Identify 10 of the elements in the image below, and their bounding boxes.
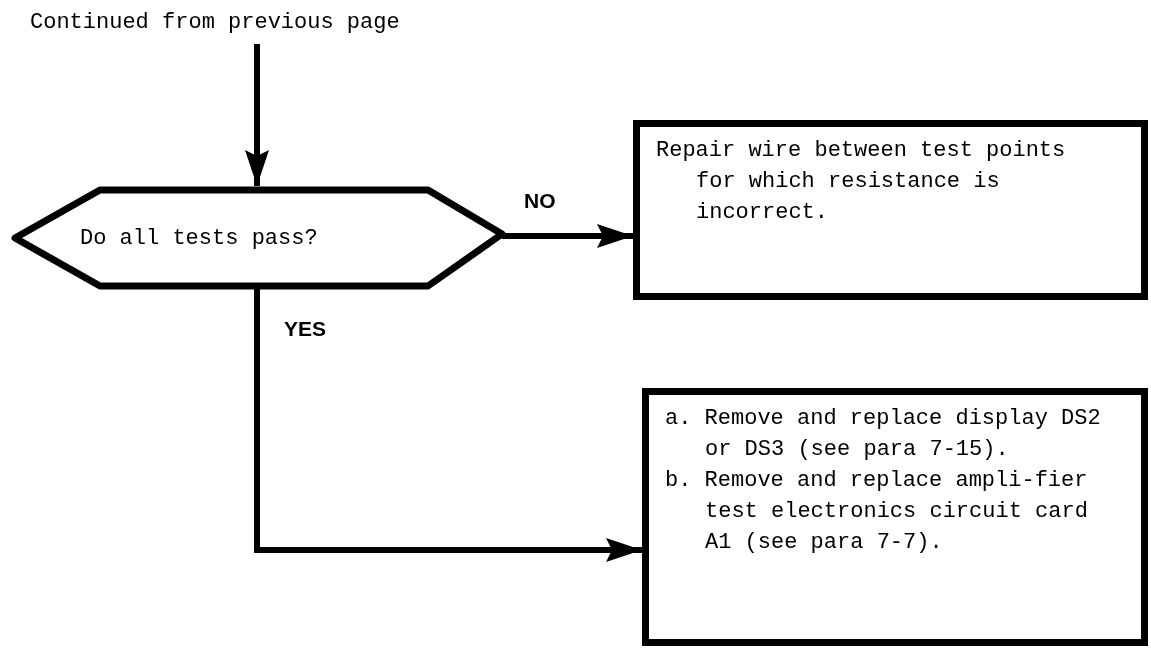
decision-question: Do all tests pass?: [80, 224, 318, 253]
action-text: b. Remove and replace ampli-fier test electronics circuit card A1 (see para 7-7).: [665, 467, 1089, 557]
continuation-text: Continued from previous page: [30, 6, 480, 40]
action-text: a. Remove and replace display DS2 or DS3 (see para 7-15).: [665, 405, 1102, 464]
flow-arrow: [502, 224, 633, 248]
action-text: Repair wire between test points for which resistance is incorrect.: [656, 137, 1067, 227]
action-box: [633, 120, 1148, 300]
flow-arrow: [245, 44, 269, 186]
action-box: [642, 388, 1148, 646]
flow-arrow: [254, 288, 642, 562]
